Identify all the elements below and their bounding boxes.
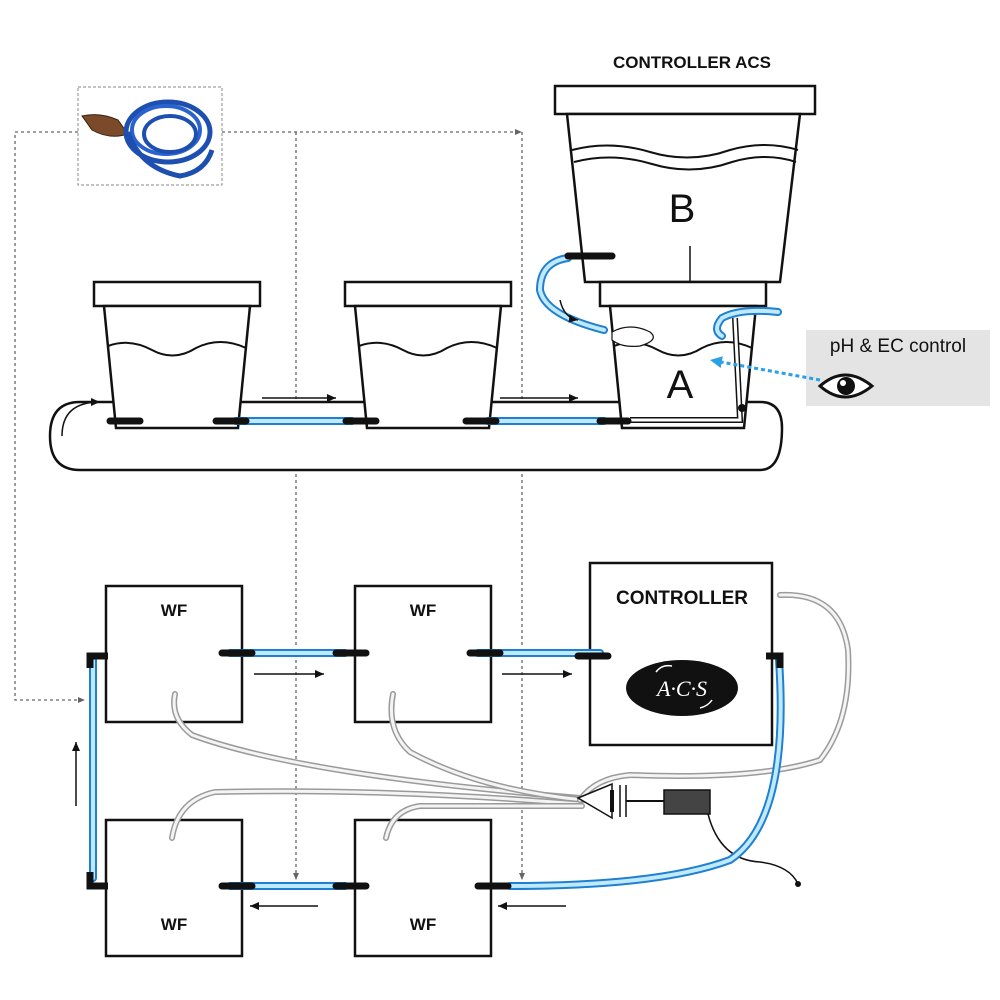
controller-acs-title: CONTROLLER ACS <box>613 53 771 72</box>
bottom-connectors <box>86 649 784 890</box>
air-lines <box>169 591 852 841</box>
reservoir-b: B <box>553 84 817 330</box>
controller-label: CONTROLLER <box>616 588 748 609</box>
acs-logo-icon: A·C·S <box>626 660 738 716</box>
air-pump-icon <box>663 789 801 887</box>
acs-logo-text: A·C·S <box>655 676 707 701</box>
bottom-flow-arrows <box>72 670 572 910</box>
pot-1 <box>92 280 262 430</box>
top-flow-arrows <box>61 299 579 437</box>
ph-ec-arrow <box>709 356 821 382</box>
reservoir-b-label: B <box>669 187 696 231</box>
reservoir-a-label: A <box>667 363 694 407</box>
eye-icon <box>817 373 875 399</box>
ph-ec-label: pH & EC control <box>830 336 966 357</box>
wf-label: WF <box>161 915 187 934</box>
wf-box-4: WF <box>353 818 493 958</box>
ph-ec-control-panel: pH & EC control <box>709 330 990 406</box>
control-dashed-lines <box>14 129 525 880</box>
controller-box: CONTROLLER A·C·S <box>588 561 774 747</box>
wf-label: WF <box>410 601 436 620</box>
wf-label: WF <box>410 915 436 934</box>
wf-box-3: WF <box>104 818 244 958</box>
tubing-coil-image <box>77 86 223 186</box>
pot-2 <box>343 280 513 430</box>
air-manifold <box>576 782 664 820</box>
wf-label: WF <box>161 601 187 620</box>
top-connectors <box>106 252 746 425</box>
